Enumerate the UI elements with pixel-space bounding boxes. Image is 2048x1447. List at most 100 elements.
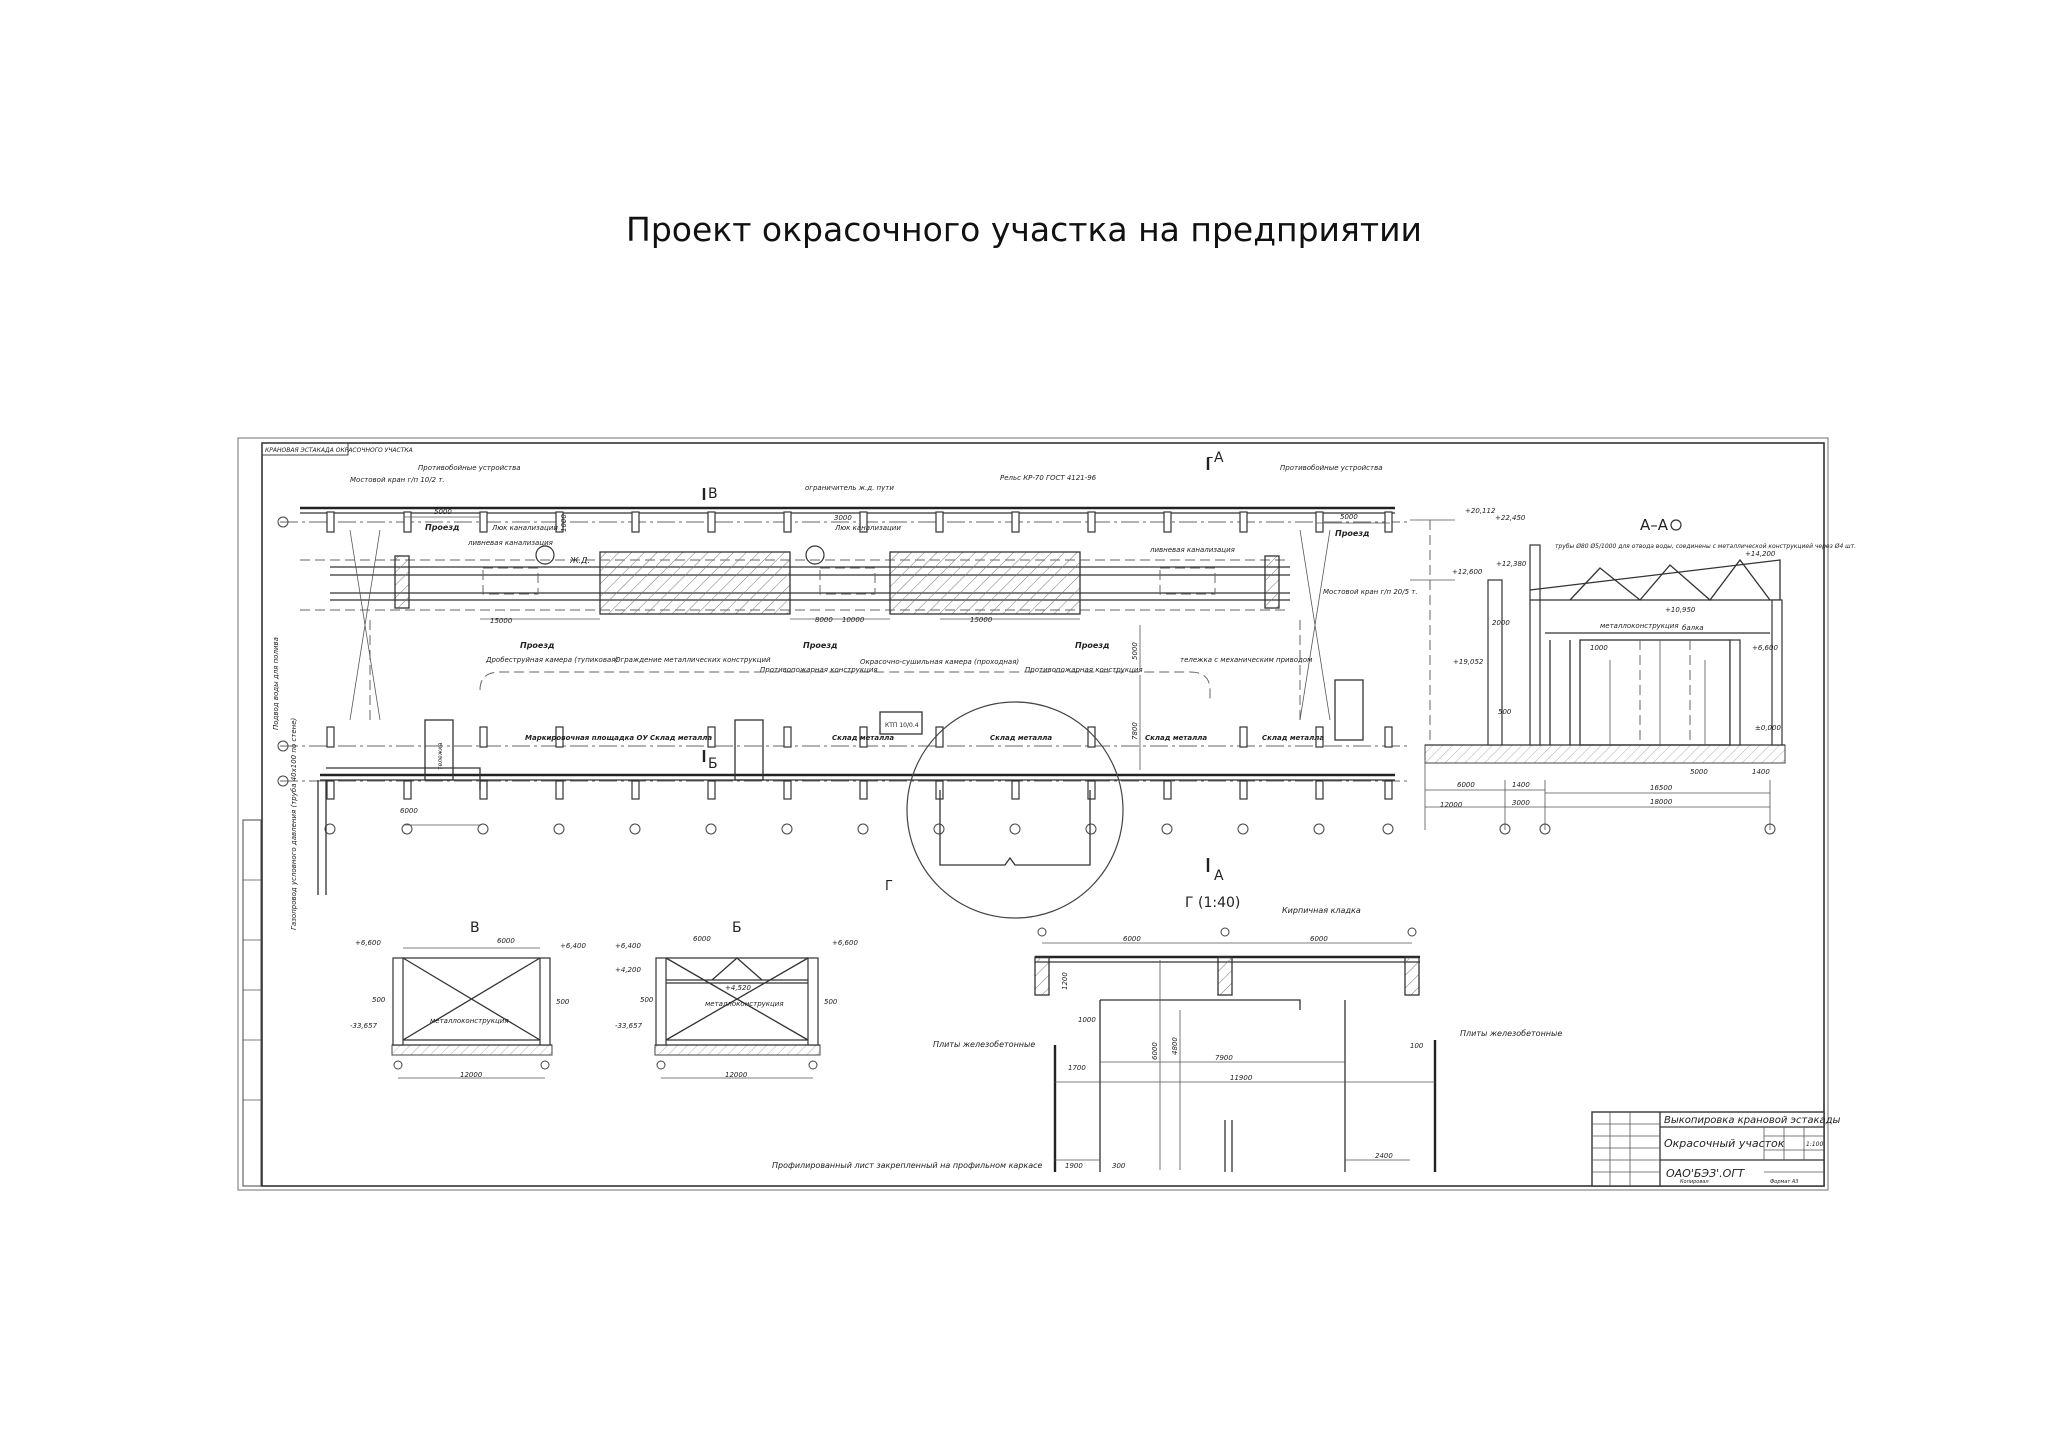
- label-pass-4: Проезд: [803, 641, 837, 650]
- aa-lvl-4: +12,600: [1452, 568, 1483, 576]
- label-rail: Рельс КР-70 ГОСТ 4121-96: [1000, 474, 1097, 482]
- label-marking: Маркировочная площадка ОУ: [525, 734, 648, 742]
- v-dim-500-r: 500: [556, 998, 570, 1006]
- aa-lvl-6: +10,950: [1665, 606, 1696, 614]
- title-block: Выкопировка крановой эстакады Окрасочный…: [1591, 1111, 1841, 1187]
- label-chamber: Дробеструйная камера (тупиковая): [485, 656, 618, 664]
- b-lvl-mid: +4,520: [725, 984, 751, 992]
- section-b-title: Б: [732, 920, 742, 936]
- b-dim-bottom: 12000: [725, 1071, 748, 1079]
- g-label-slab-left: Плиты железобетонные: [933, 1040, 1035, 1049]
- detail-g-title: Г (1:40): [1185, 895, 1240, 911]
- tb-format: Формат А3: [1770, 1179, 1798, 1185]
- g-label-brick: Кирпичная кладка: [1282, 906, 1361, 915]
- label-stop-rail: ограничитель ж.д. пути: [805, 484, 894, 492]
- label-pass-5: Проезд: [1075, 641, 1109, 650]
- dim-5000-v: 5000: [1131, 642, 1139, 660]
- section-v-title: В: [470, 920, 480, 936]
- shot-blast-chamber: [599, 551, 791, 615]
- aa-dim-3000: 3000: [1512, 799, 1530, 807]
- dim-10000: 10000: [842, 616, 865, 624]
- dim-5000-l: 5000: [434, 508, 452, 516]
- aa-dim-16500: 16500: [1650, 784, 1673, 792]
- label-pass-1: Проезд: [425, 523, 459, 532]
- label-section-b: Б: [708, 756, 718, 772]
- aa-lvl-7: +6,600: [1752, 644, 1778, 652]
- label-stop-left: Противобойные устройства: [418, 464, 521, 472]
- label-stock-2: Склад металла: [832, 734, 894, 742]
- g-dim-6000-l: 6000: [1123, 935, 1141, 943]
- g-dim-6000-r: 6000: [1310, 935, 1328, 943]
- aa-lvl-1: +20,112: [1465, 507, 1496, 515]
- dim-3000: 3000: [834, 514, 852, 522]
- g-dim-1900: 1900: [1065, 1162, 1083, 1170]
- b-dim-500-l: 500: [640, 996, 654, 1004]
- label-jd: Ж.Д.: [569, 556, 590, 565]
- label-pipe-left: Подвод воды для полива: [272, 637, 280, 730]
- g-label-slab-right: Плиты железобетонные: [1460, 1029, 1562, 1038]
- v-dim-top: 6000: [497, 937, 515, 945]
- v-lvl-right-top: +6,400: [560, 942, 586, 950]
- g-dim-300: 300: [1112, 1162, 1126, 1170]
- drawing-frame-inner: [261, 442, 1825, 1187]
- aa-dim-18000: 18000: [1650, 798, 1673, 806]
- b-dim-500-r: 500: [824, 998, 838, 1006]
- dim-7800: 7800: [1131, 722, 1139, 740]
- detail-g: Г (1:40) Кирпичная кладка Плиты железобе…: [772, 895, 1562, 1172]
- v-lvl-left-top: +6,600: [355, 939, 381, 947]
- b-label-metal: металлоконструкция: [705, 1000, 784, 1008]
- paint-dry-chamber: [889, 551, 1081, 615]
- aa-dim-1000: 1000: [1590, 644, 1608, 652]
- tb-copied: Копировал: [1680, 1179, 1709, 1185]
- detail-callout-circle: [906, 701, 1124, 919]
- v-label-metal: металлоконструкция: [430, 1017, 509, 1025]
- g-dim-1200: 1200: [1061, 972, 1069, 990]
- columns-row-b: [326, 780, 1393, 800]
- b-lvl-left-top: +6,400: [615, 942, 641, 950]
- b-lvl-right-top: +6,600: [832, 939, 858, 947]
- label-paint-chamber: Окрасочно-сушильная камера (проходная): [860, 658, 1019, 666]
- label-crane-left: Мостовой кран г/п 10/2 т.: [350, 476, 445, 484]
- page-title: Проект окрасочного участка на предприяти…: [626, 210, 1422, 249]
- label-stop-right: Противобойные устройства: [1280, 464, 1383, 472]
- frame-stamp: КРАНОВАЯ ЭСТАКАДА ОКРАСОЧНОГО УЧАСТКА: [265, 447, 413, 454]
- tb-code: ОАО'БЭЗ'.ОГТ: [1666, 1167, 1745, 1180]
- v-lvl-left-bottom: -33,657: [350, 1022, 378, 1030]
- label-stock-1: Склад металла: [650, 734, 712, 742]
- b-lvl-left-mid: +4,200: [615, 966, 641, 974]
- aa-dim-12000: 12000: [1440, 801, 1463, 809]
- tb-project: Выкопировка крановой эстакады: [1664, 1115, 1841, 1126]
- aa-label-metal: металлоконструкция: [1600, 622, 1679, 630]
- g-dim-4800: 4800: [1171, 1037, 1179, 1055]
- g-dim-11900: 11900: [1230, 1074, 1253, 1082]
- site-plan: Мостовой кран г/п 10/2 т. Противобойные …: [272, 450, 1418, 930]
- label-stock-4: Склад металла: [1145, 734, 1207, 742]
- label-section-a-bottom: А: [1214, 868, 1224, 884]
- label-g-letter: Г: [1206, 455, 1213, 469]
- label-fire-2: Противопожарная конструкция: [1025, 666, 1143, 674]
- columns-top: [326, 511, 1393, 533]
- g-dim-7900: 7900: [1215, 1054, 1233, 1062]
- aa-dim-1400-l: 1400: [1512, 781, 1530, 789]
- g-label-profile: Профилированный лист закрепленный на про…: [772, 1161, 1043, 1170]
- label-cart: тележка: [437, 742, 444, 770]
- margin-stamp: [242, 819, 262, 1187]
- label-sewer-mid: Люк канализации: [834, 524, 901, 532]
- g-dim-2400: 2400: [1375, 1152, 1393, 1160]
- aa-lvl-5: +12,380: [1496, 560, 1527, 568]
- g-dim-6000-v: 6000: [1151, 1042, 1159, 1060]
- aa-dim-5000: 5000: [1690, 768, 1708, 776]
- label-crane-right: Мостовой кран г/п 20/5 т.: [1323, 588, 1418, 596]
- label-fire: Противопожарная конструкция: [760, 666, 878, 674]
- dim-15000-r: 15000: [970, 616, 993, 624]
- label-section-v: В: [708, 486, 718, 502]
- label-kiosk: КТП 10/0.4: [885, 722, 919, 729]
- aa-lvl-2: +22,450: [1495, 514, 1526, 522]
- columns-bottom: [326, 726, 1393, 748]
- section-b: Б +6,400 +4,200 +6,600 +4,520 -33,657 ме…: [615, 920, 858, 1079]
- g-dim-100: 100: [1410, 1042, 1424, 1050]
- label-sewer-left: Люк канализации: [491, 524, 558, 532]
- b-dim-top: 6000: [693, 935, 711, 943]
- aa-lvl-3: +14,200: [1745, 550, 1776, 558]
- v-dim-500-l: 500: [372, 996, 386, 1004]
